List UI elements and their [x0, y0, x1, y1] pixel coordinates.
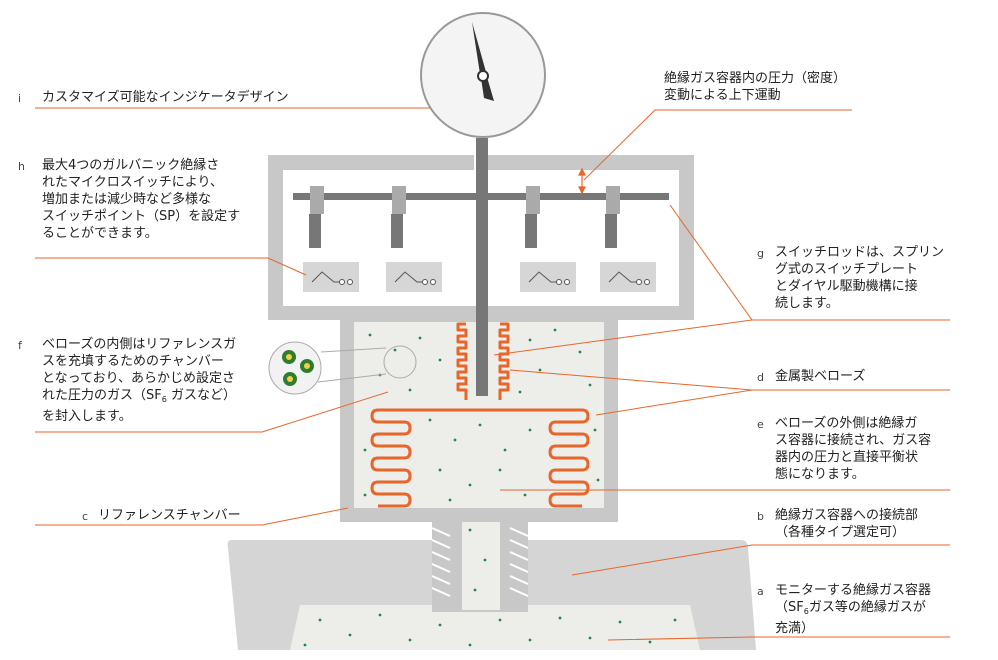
- gauge-needle: [472, 22, 486, 74]
- label-h-line: 最大4つのガルバニック絶縁さ: [42, 158, 220, 173]
- label-c: リファレンスチャンバー: [98, 507, 241, 524]
- label-f-line-sf6: れた圧力のガス（SF6 ガスなど）: [42, 388, 236, 404]
- leader-top: [583, 109, 852, 181]
- leader-f: [35, 391, 389, 433]
- movement-arrow: [578, 167, 586, 195]
- label-f-letter: f: [18, 339, 22, 352]
- label-b-line: 絶縁ガス容器への接続部: [775, 508, 919, 523]
- label-d: 金属製ベローズ: [775, 368, 865, 385]
- zoom-bubble: [268, 341, 322, 395]
- spring-1: [309, 186, 324, 248]
- label-e-line: 態になります。: [775, 467, 865, 482]
- label-h-line: れたマイクロスイッチにより、: [42, 175, 223, 190]
- label-e-line: ス容器に接続され、ガス容: [775, 433, 932, 448]
- zoom-target: [383, 345, 417, 379]
- leader-d2: [595, 389, 753, 416]
- thread-left: [431, 527, 451, 597]
- label-e: ベローズの外側は絶縁ガ ス容器に接続され、ガス容 器内の圧力と直接平衡状 態にな…: [775, 415, 931, 483]
- micro-switch-2: [386, 262, 442, 292]
- label-e-line: ベローズの外側は絶縁ガ: [775, 416, 918, 431]
- gas-dots: [303, 328, 677, 647]
- gas-molecules: [282, 350, 314, 386]
- label-h-letter: h: [18, 160, 25, 173]
- label-a-line: 充満）: [775, 621, 815, 636]
- spring-2: [391, 186, 406, 248]
- gauge-pivot: [477, 70, 489, 82]
- inner-bellows: [456, 322, 510, 400]
- label-top-line: 絶縁ガス容器内の圧力（密度）: [664, 71, 847, 86]
- leader-c: [35, 507, 349, 526]
- label-a: モニターする絶縁ガス容器 （SF6ガス等の絶縁ガスが 充満）: [775, 582, 931, 637]
- label-h-line: ることができます。: [42, 226, 158, 241]
- micro-switch-3: [520, 262, 576, 292]
- label-c-letter: c: [82, 510, 89, 523]
- label-g: スイッチロッドは、スプリン グ式のスイッチプレート とダイヤル駆動機構に接 続し…: [775, 244, 944, 312]
- label-d-line: 金属製ベローズ: [775, 369, 866, 384]
- thread-right: [509, 527, 529, 597]
- label-a-line: モニターする絶縁ガス容器: [775, 583, 932, 598]
- label-i-line: カスタマイズ可能なインジケータデザイン: [42, 90, 289, 105]
- label-h: 最大4つのガルバニック絶縁さ れたマイクロスイッチにより、 増加または減少時など…: [42, 157, 240, 242]
- label-g-line: スイッチロッドは、スプリン: [775, 245, 945, 260]
- switch-rod: [476, 138, 488, 396]
- micro-switch-1: [303, 262, 359, 292]
- label-i: カスタマイズ可能なインジケータデザイン: [42, 89, 289, 106]
- label-g-letter: g: [757, 247, 764, 260]
- label-g-line: 続します。: [775, 296, 839, 311]
- label-h-line: スイッチポイント（SP）を設定す: [42, 209, 241, 224]
- label-b: 絶縁ガス容器への接続部 （各種タイプ選定可）: [775, 507, 918, 541]
- connection-channel: [462, 505, 500, 610]
- micro-switch-4: [600, 262, 656, 292]
- label-d-letter: d: [757, 371, 764, 384]
- label-i-letter: i: [18, 92, 22, 105]
- label-b-letter: b: [757, 510, 764, 523]
- label-top: 絶縁ガス容器内の圧力（密度） 変動による上下運動: [664, 70, 846, 104]
- label-h-line: 増加または減少時など多様な: [42, 192, 212, 207]
- label-g-line: とダイヤル駆動機構に接: [775, 279, 918, 294]
- label-g-line: グ式のスイッチプレート: [775, 262, 919, 277]
- label-e-line: 器内の圧力と直接平衡状: [775, 450, 919, 465]
- spring-4: [605, 186, 620, 248]
- label-a-letter: a: [757, 585, 764, 598]
- leader-h: [35, 257, 307, 276]
- outer-bellows: [370, 408, 590, 508]
- spring-3: [525, 186, 540, 248]
- leader-b: [571, 544, 950, 576]
- label-f-line: ベローズの内側はリファレンスガ: [42, 337, 237, 352]
- leader-g2: [493, 319, 753, 356]
- label-top-line: 変動による上下運動: [664, 88, 781, 103]
- label-f-line: を封入します。: [42, 409, 132, 424]
- label-e-letter: e: [757, 418, 764, 431]
- label-a-line-sf6: （SF6ガス等の絶縁ガスが: [775, 600, 926, 616]
- label-c-line: リファレンスチャンバー: [98, 508, 241, 523]
- label-f-line: となっており、あらかじめ設定さ: [42, 371, 236, 386]
- leader-lines: [35, 107, 950, 641]
- gas-container-inner: [290, 605, 700, 650]
- gauge-needle-tail: [481, 77, 494, 101]
- label-f-line: スを充填するためのチャンバー: [42, 354, 224, 369]
- leader-a: [607, 636, 950, 641]
- label-f: ベローズの内側はリファレンスガ スを充填するためのチャンバー となっており、あら…: [42, 336, 236, 425]
- label-b-line: （各種タイプ選定可）: [775, 525, 906, 540]
